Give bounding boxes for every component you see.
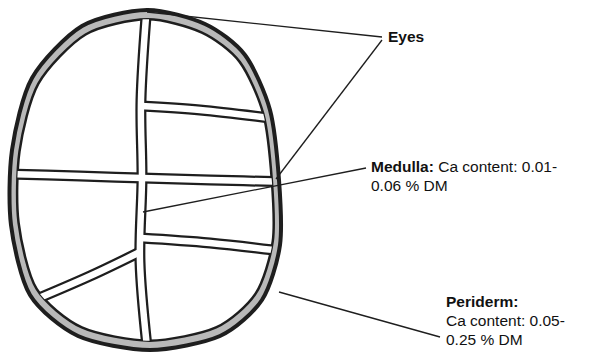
medulla-band-edge	[141, 238, 290, 252]
leader-line	[143, 168, 366, 212]
leader-line	[276, 40, 382, 179]
part-name: Periderm:	[446, 292, 598, 311]
medulla-band	[2, 174, 290, 182]
medulla-band	[20, 252, 140, 306]
calcium-content: Ca content: 0.05- 0.25 % DM	[446, 311, 598, 349]
leader-lines	[143, 12, 440, 337]
part-name: Medulla:	[371, 158, 434, 175]
medulla-band-edge	[20, 252, 140, 306]
periderm-label: Periderm:Ca content: 0.05- 0.25 % DM	[446, 292, 598, 349]
medulla-band-edge	[2, 174, 290, 182]
medulla-band-edge	[141, 106, 270, 118]
leader-line	[147, 12, 382, 37]
leader-line	[279, 292, 440, 337]
medulla-label: Medulla:Ca content: 0.01- 0.06 % DM	[371, 157, 571, 195]
medulla-band	[141, 238, 290, 252]
medulla-bands	[2, 4, 290, 354]
medulla-band	[141, 106, 270, 118]
eyes-label: Eyes	[388, 27, 588, 46]
part-name: Eyes	[388, 27, 588, 46]
